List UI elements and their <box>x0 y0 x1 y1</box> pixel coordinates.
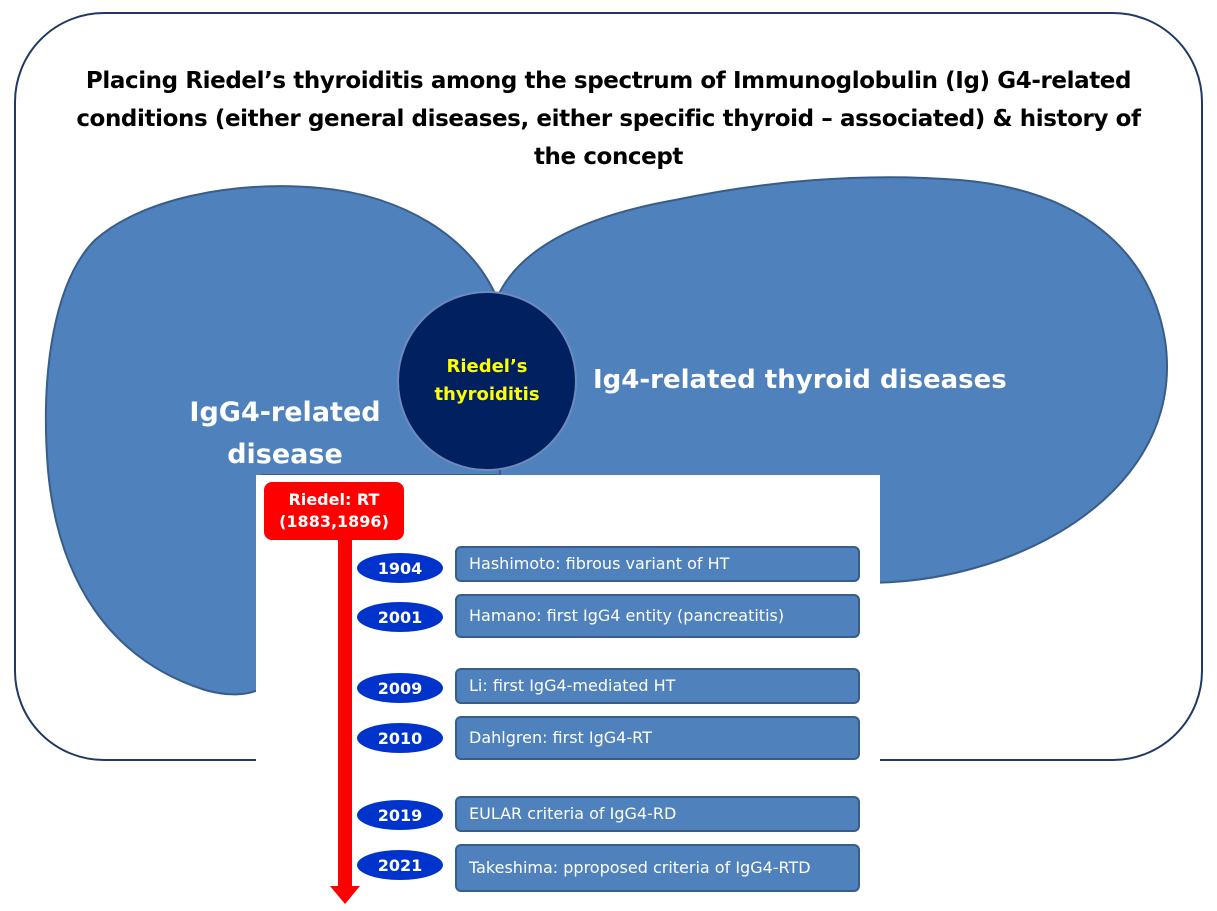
year-badge-2009: 2009 <box>357 673 443 703</box>
year-badge-2001: 2001 <box>357 602 443 632</box>
event-box-2009: Li: first IgG4-mediated HT <box>455 668 860 704</box>
timeline-origin-box: Riedel: RT (1883,1896) <box>264 482 404 540</box>
event-box-1904: Hashimoto: fibrous variant of HT <box>455 546 860 582</box>
event-box-2021: Takeshima: pproposed criteria of IgG4-RT… <box>455 844 860 892</box>
timeline-arrow-head <box>330 886 360 904</box>
origin-line-1: Riedel: RT <box>288 490 380 509</box>
event-box-2010: Dahlgren: first IgG4-RT <box>455 716 860 760</box>
event-box-2001: Hamano: first IgG4 entity (pancreatitis) <box>455 594 860 638</box>
timeline-arrow-shaft <box>338 535 352 887</box>
riedels-thyroiditis-circle: Riedel’s thyroiditis <box>397 291 577 471</box>
diagram-title: Placing Riedel’s thyroiditis among the s… <box>76 68 1141 170</box>
left-region-shape <box>44 185 502 696</box>
event-box-2019: EULAR criteria of IgG4-RD <box>455 796 860 832</box>
origin-line-2: (1883,1896) <box>279 512 389 531</box>
riedels-thyroiditis-label: Riedel’s thyroiditis <box>434 356 540 405</box>
year-badge-2010: 2010 <box>357 723 443 753</box>
year-badge-1904: 1904 <box>357 553 443 583</box>
igg4-related-thyroid-diseases-label: Ig4-related thyroid diseases <box>593 365 1007 395</box>
year-badge-2021: 2021 <box>357 850 443 880</box>
year-badge-2019: 2019 <box>357 800 443 830</box>
igg4-related-disease-label: IgG4-related disease <box>189 397 381 470</box>
